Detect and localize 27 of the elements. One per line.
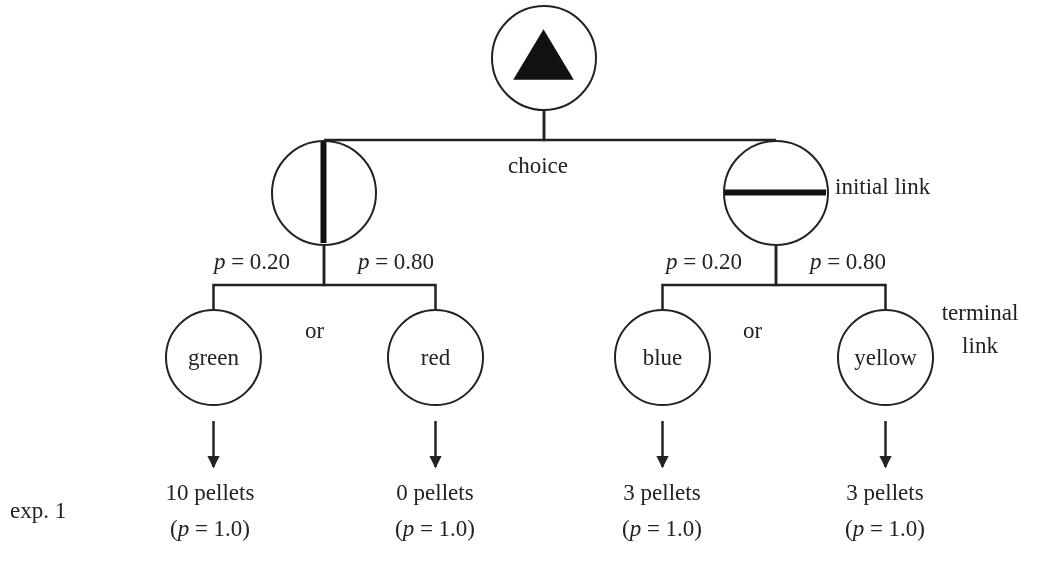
probability-text: (p = 1.0) (621, 514, 703, 543)
label-text: or (305, 317, 325, 345)
label-text: choice (508, 152, 568, 180)
reward-text: 0 pellets (396, 479, 474, 507)
circle-node: yellow (837, 309, 934, 406)
reward-text: 3 pellets (623, 479, 701, 507)
label-text: exp. 1 (10, 497, 67, 525)
circle-node: blue (614, 309, 711, 406)
arrow (429, 421, 442, 469)
arrow (879, 421, 892, 469)
reward-text: 3 pellets (846, 479, 924, 507)
probability-text: (p = 1.0) (394, 514, 476, 543)
arrow (207, 421, 220, 469)
node-caption: initial link (835, 173, 931, 201)
probability-text: (p = 1.0) (169, 514, 251, 543)
circle-node: red (387, 309, 484, 406)
circle-node (271, 140, 377, 246)
node-caption: terminal link (940, 299, 1020, 361)
reward-text: 10 pellets (165, 479, 255, 507)
connector-line (322, 246, 437, 309)
circle-node: green (165, 309, 262, 406)
connector-line (542, 111, 776, 142)
label-text: or (743, 317, 763, 345)
connector-line (774, 246, 887, 309)
probability-text: (p = 1.0) (844, 514, 926, 543)
circle-node (723, 140, 829, 246)
arrow (656, 421, 669, 469)
